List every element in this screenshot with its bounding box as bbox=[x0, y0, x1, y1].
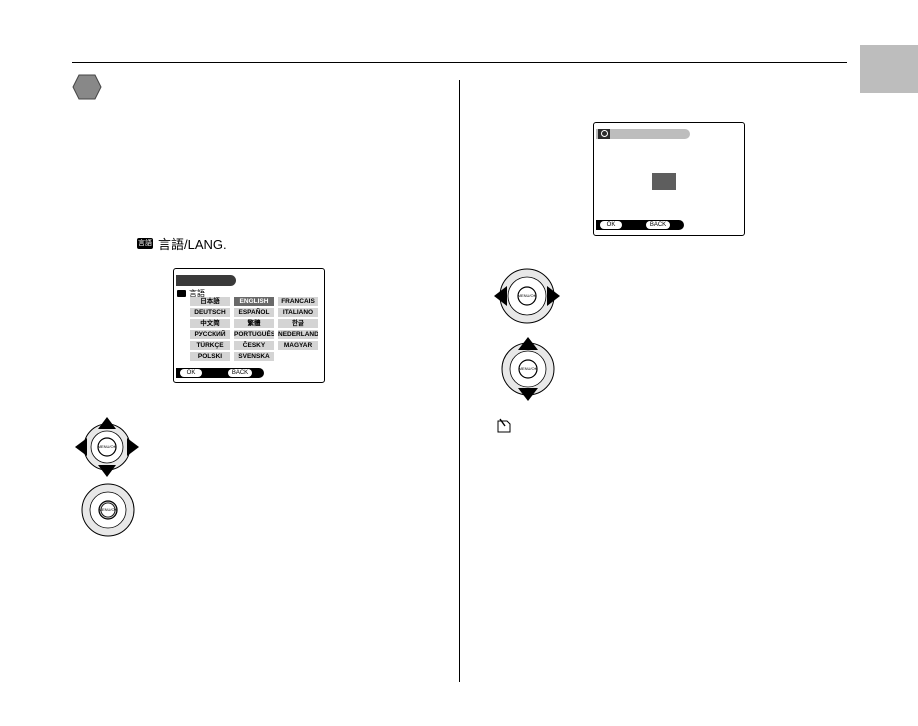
language-option[interactable]: ENGLISH bbox=[234, 297, 274, 306]
language-option[interactable]: TÜRKÇE bbox=[190, 341, 230, 350]
column-divider bbox=[459, 80, 460, 682]
language-icon: 言語 bbox=[137, 238, 153, 249]
language-menu-label: 言語 言語/LANG. bbox=[137, 234, 227, 253]
language-grid: 日本語 ENGLISH FRANCAIS DEUTSCH ESPAÑOL ITALIANO… bbox=[190, 297, 322, 361]
menu-ok-label: MENU/OK bbox=[98, 444, 117, 449]
language-option[interactable]: ESPAÑOL bbox=[234, 308, 274, 317]
date-time-titlebar bbox=[596, 129, 690, 139]
language-option[interactable]: FRANCAIS bbox=[278, 297, 318, 306]
language-option[interactable]: SVENSKA bbox=[234, 352, 274, 361]
language-option[interactable]: 中文简 bbox=[190, 319, 230, 328]
ok-button[interactable]: OK bbox=[600, 221, 622, 229]
chapter-tab bbox=[860, 45, 918, 93]
language-option[interactable]: ITALIANO bbox=[278, 308, 318, 317]
up-down-pad-icon[interactable]: MENU/OK bbox=[500, 336, 556, 402]
four-way-pad-icon[interactable]: MENU/OK bbox=[74, 416, 140, 478]
language-option[interactable]: POLSKI bbox=[190, 352, 230, 361]
language-option[interactable]: MAGYAR bbox=[278, 341, 318, 350]
left-right-pad-icon[interactable]: MENU/OK bbox=[493, 266, 561, 326]
language-screen-titlebar bbox=[176, 275, 236, 286]
language-option[interactable]: DEUTSCH bbox=[190, 308, 230, 317]
back-button[interactable]: BACK bbox=[646, 221, 670, 229]
language-mini-icon bbox=[177, 290, 186, 297]
header-rule bbox=[72, 62, 847, 63]
language-option[interactable]: PORTUGUÊS bbox=[234, 330, 274, 339]
date-time-bottombar: OK BACK bbox=[596, 220, 684, 230]
menu-ok-label: MENU/OK bbox=[99, 507, 118, 512]
memo-icon bbox=[497, 418, 511, 433]
language-option[interactable]: 한글 bbox=[278, 319, 318, 328]
language-option[interactable]: РУССКИЙ bbox=[190, 330, 230, 339]
ok-button[interactable]: OK bbox=[180, 369, 202, 377]
step-hexagon-icon bbox=[72, 74, 102, 100]
language-screen-bottombar: OK BACK bbox=[176, 368, 264, 378]
menu-ok-label: MENU/OK bbox=[518, 293, 537, 298]
clock-icon bbox=[598, 129, 610, 139]
language-label-text: 言語/LANG. bbox=[158, 237, 227, 252]
back-button[interactable]: BACK bbox=[228, 369, 252, 377]
date-value-highlight bbox=[652, 173, 676, 190]
language-option[interactable]: 繁體 bbox=[234, 319, 274, 328]
language-option[interactable]: 日本語 bbox=[190, 297, 230, 306]
language-screen: 言語 日本語 ENGLISH FRANCAIS DEUTSCH ESPAÑOL ITALI… bbox=[173, 268, 325, 383]
language-option[interactable]: NEDERLANDS bbox=[278, 330, 318, 339]
language-option[interactable]: ČESKY bbox=[234, 341, 274, 350]
language-screen-heading: 言語 bbox=[177, 288, 205, 299]
date-time-screen: OK BACK bbox=[593, 122, 745, 236]
menu-ok-pad-icon[interactable]: MENU/OK bbox=[80, 482, 136, 538]
menu-ok-label: MENU/OK bbox=[519, 366, 538, 371]
